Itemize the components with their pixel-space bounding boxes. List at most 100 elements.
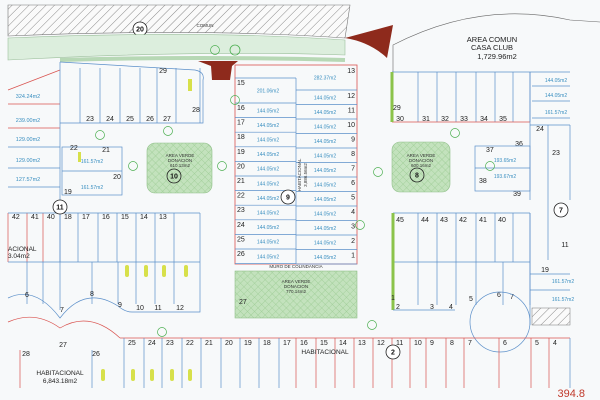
block9-lot-area: 144.05m2 — [257, 181, 279, 187]
block-2-marker — [385, 344, 401, 360]
block2-left-use-label: HABITACIONAL — [36, 370, 84, 377]
block11-lot-number: 41 — [31, 214, 39, 221]
block7-lot-number: 4 — [449, 304, 453, 311]
block7-lot-number: 7 — [510, 294, 514, 301]
block11-lot-number: 6 — [25, 292, 29, 299]
block9-lot-area: 144.05m2 — [314, 226, 336, 232]
lot-number: 19 — [64, 189, 72, 196]
block7-lot-number: 1 — [391, 295, 395, 302]
lot-area: 144.05m2 — [545, 93, 567, 99]
green8-donation: DONACION — [409, 158, 433, 163]
lot-area: 193.65m2 — [494, 158, 516, 164]
block10-left-lot-area: 127.57m2 — [16, 177, 40, 183]
block10-left-lot-area: 324.24m2 — [16, 94, 40, 100]
highlight-mark — [125, 265, 129, 277]
block9-lot-number: 1 — [351, 253, 355, 260]
block9-lot-number: 20 — [237, 163, 245, 170]
block2-lot-number: 16 — [300, 340, 308, 347]
block2-lot-number: 28 — [22, 351, 30, 358]
entrance-plaza-right — [345, 25, 393, 58]
lot-number: 23 — [552, 150, 560, 157]
lot-27-number: 27 — [239, 299, 247, 306]
street-marker-icon — [163, 126, 173, 136]
block9-lot-area: 144.05m2 — [314, 211, 336, 217]
block10-lot-number: 23 — [86, 116, 94, 123]
highlight-mark — [184, 265, 188, 277]
block11-lot-number: 17 — [82, 214, 90, 221]
block9-lot-number: 15 — [237, 80, 245, 87]
block9-lot-area: 282.37m2 — [314, 76, 336, 82]
block7-lot-number: 41 — [479, 217, 487, 224]
street-marker-icon — [485, 161, 495, 171]
highlight-mark — [188, 79, 192, 91]
block9-lot-area: 144.05m2 — [314, 153, 336, 159]
block-9-label: 9 — [286, 195, 290, 202]
block10-lot-number: 28 — [192, 107, 200, 114]
highlight-mark — [101, 369, 105, 381]
lot-number: 37 — [486, 147, 494, 154]
scale-value: 394.8 — [557, 388, 585, 400]
block9-lot-area: 201.06m2 — [257, 89, 279, 95]
block-11-marker — [52, 199, 68, 215]
block9-lot-number: 11 — [348, 108, 355, 115]
block9-lot-area: 144.05m2 — [314, 95, 336, 101]
block9-lot-number: 10 — [347, 122, 355, 129]
block9-lot-area: 144.05m2 — [314, 110, 336, 116]
highlight-mark — [188, 369, 192, 381]
block11-lot-number: 42 — [12, 214, 20, 221]
block9-lot-number: 24 — [237, 222, 245, 229]
green8-title: AREA VERDE — [407, 153, 436, 158]
green10-area: 610.13m2 — [170, 163, 191, 168]
block-2-curved-edge — [7, 316, 121, 339]
block7-lot-number: 3 — [430, 304, 434, 311]
street-marker-icon — [450, 128, 460, 138]
block9-lot-area: 144.05m2 — [257, 240, 279, 246]
lot-area: 144.05m2 — [545, 78, 567, 84]
block8-lot-number: 31 — [422, 116, 430, 123]
block2-lot-number: 9 — [430, 340, 434, 347]
highlight-mark — [144, 265, 148, 277]
block8-lot-number: 34 — [480, 116, 488, 123]
block2-use-label: HABITACIONAL — [301, 349, 349, 356]
block9-lot-area: 144.05m2 — [257, 152, 279, 158]
street-marker-icon — [128, 161, 138, 171]
block9-lot-number: 12 — [347, 93, 355, 100]
block-10-marker — [166, 168, 182, 184]
block2-lot-number: 18 — [263, 340, 271, 347]
block10-lot-number: 27 — [163, 116, 171, 123]
block-2-label: 2 — [391, 350, 395, 357]
block-20-label: 20 — [136, 27, 144, 34]
block10-lot-number: 25 — [126, 116, 134, 123]
lot-area: 161.57m2 — [552, 279, 574, 285]
street-marker-icon — [210, 45, 220, 55]
lot-number: 19 — [541, 267, 549, 274]
lot-number: 39 — [513, 191, 521, 198]
block9-lot-area: 144.05m2 — [314, 124, 336, 130]
green-area-8 — [391, 141, 451, 193]
block11-lot-number: 16 — [102, 214, 110, 221]
block-7-label: 7 — [559, 208, 563, 215]
block9-lot-area: 144.05m2 — [314, 255, 336, 261]
block2-lot-number: 14 — [339, 340, 347, 347]
common-strip-label: COMUN — [197, 23, 214, 28]
block2-lot-number: 23 — [166, 340, 174, 347]
street-marker-icon — [355, 220, 365, 230]
block10-left-lot-area: 129.00m2 — [16, 158, 40, 164]
block9-lot-number: 16 — [237, 105, 245, 112]
block9-lot-number: 22 — [237, 193, 245, 200]
block7-lot-number: 5 — [469, 296, 473, 303]
block11-lot-number: 9 — [118, 302, 122, 309]
block9-lot-number: 3 — [351, 224, 355, 231]
block-10-label: 10 — [170, 174, 178, 181]
block9-lot-number: 13 — [347, 68, 355, 75]
block9-lot-area: 144.05m2 — [257, 254, 279, 260]
green-area-10 — [146, 142, 213, 194]
block7-lot-number: 45 — [396, 217, 404, 224]
block9-lot-area: 144.05m2 — [314, 168, 336, 174]
block2-lot-number: 13 — [358, 340, 366, 347]
block7-lot-number: 44 — [421, 217, 429, 224]
block2-lot-number: 26 — [92, 351, 100, 358]
block8-lot-number: 35 — [499, 116, 507, 123]
